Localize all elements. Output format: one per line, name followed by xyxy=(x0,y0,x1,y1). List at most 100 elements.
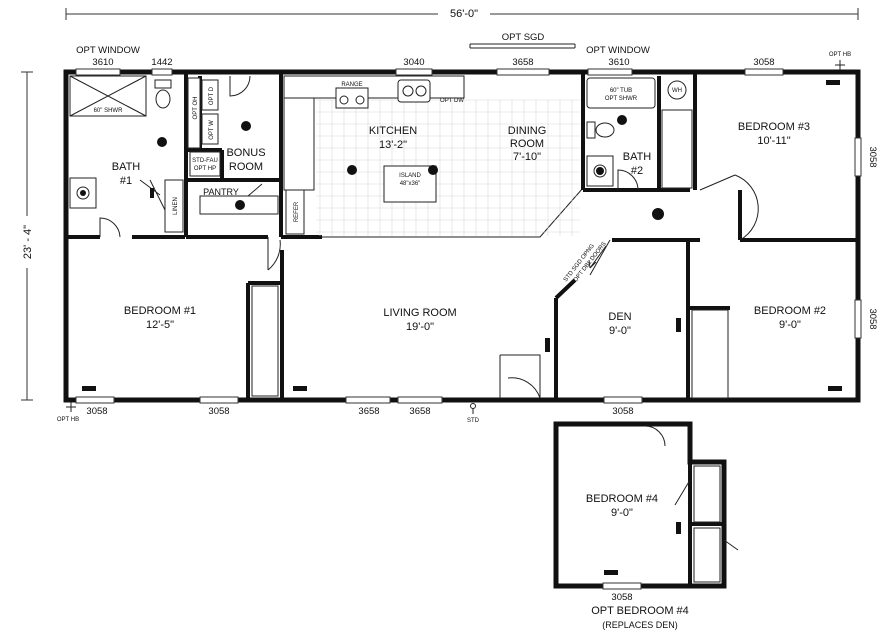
toilet-1 xyxy=(154,79,172,89)
living-size: 19'-0" xyxy=(406,321,434,333)
dining-name-1: DINING xyxy=(508,125,547,137)
refer-label: REFER xyxy=(294,201,300,222)
window-bottom-3658-a-label: 3658 xyxy=(358,406,379,417)
window-3058-top-label: 3058 xyxy=(753,57,774,68)
bedroom2-size: 9'-0" xyxy=(779,319,801,331)
opt-room-window-label: 3058 xyxy=(611,592,632,603)
window-bottom-3058-b-label: 3058 xyxy=(208,406,229,417)
svg-text:OPT W: OPT W xyxy=(209,120,215,140)
window-bottom-3058-a-label: 3058 xyxy=(86,406,107,417)
window-3610-left-label: 3610 xyxy=(92,57,113,68)
window-top-3058 xyxy=(744,68,784,76)
window-right-lower xyxy=(854,299,862,339)
bedroom4-name: BEDROOM #4 xyxy=(586,493,658,505)
window-bottom-3058-c-label: 3058 xyxy=(612,406,633,417)
opt-sgd-label: OPT SGD xyxy=(502,32,545,43)
refrigerator xyxy=(285,189,305,235)
kitchen-tile-grid xyxy=(316,99,580,236)
window-bottom-3058-a xyxy=(75,396,115,404)
window-bottom-3058-c xyxy=(603,396,643,404)
light-fixtures xyxy=(80,115,664,220)
sgd-arrow xyxy=(588,245,607,269)
tub-2-label-line2: OPT SHWR xyxy=(605,96,638,102)
dining-size: 7'-10" xyxy=(513,151,541,163)
toilet-2 xyxy=(586,121,596,139)
window-3040-label: 3040 xyxy=(403,57,424,68)
wall-markers xyxy=(82,80,842,391)
bath1-num: #1 xyxy=(120,175,132,187)
opt-window-right-label: OPT WINDOW xyxy=(586,45,650,56)
svg-text:STD: STD xyxy=(467,418,480,424)
closet-bedroom1 xyxy=(251,285,279,397)
shower-1-label: 60" SHWR xyxy=(94,108,123,114)
linen-closet xyxy=(164,179,184,233)
kitchen-sink xyxy=(397,79,431,103)
window-top-3658 xyxy=(496,68,550,76)
opt-window-left-label: OPT WINDOW xyxy=(76,45,140,56)
svg-text:OPT OH: OPT OH xyxy=(193,97,199,120)
kitchen-name: KITCHEN xyxy=(369,125,417,137)
bedroom2-name: BEDROOM #2 xyxy=(754,305,826,317)
den-size: 9'-0" xyxy=(609,325,631,337)
overall-depth-dimension: 23' - 4" xyxy=(20,71,34,401)
opt-dryer xyxy=(201,79,219,111)
window-bottom-3658-b xyxy=(397,396,443,404)
opt-dw-label: OPT DW xyxy=(440,98,464,104)
windows xyxy=(75,43,862,404)
window-1442-label: 1442 xyxy=(151,57,172,68)
linen-label: LINEN xyxy=(173,197,179,215)
svg-text:OPT HB: OPT HB xyxy=(829,52,851,58)
bedroom1-size: 12'-5" xyxy=(146,319,174,331)
sgd-note: STD SGD OPNG OPT DBL DOORS xyxy=(563,241,608,283)
bonus-name-2: ROOM xyxy=(229,161,263,173)
svg-text:OPT D: OPT D xyxy=(209,86,215,105)
window-bottom-3658-b-label: 3658 xyxy=(409,406,430,417)
window-3658-label: 3658 xyxy=(512,57,533,68)
opt-bedroom4-plan xyxy=(553,421,739,590)
opt-bedroom-title: OPT BEDROOM #4 xyxy=(591,605,689,617)
bedroom3-name: BEDROOM #3 xyxy=(738,121,810,133)
window-right-upper-label: 3058 xyxy=(867,146,878,167)
svg-text:STD-FAU: STD-FAU xyxy=(192,158,218,164)
window-top-1442 xyxy=(151,68,173,76)
bath1-name: BATH xyxy=(112,161,141,173)
window-bottom-3058-b xyxy=(199,396,239,404)
opt-hb-bottom-marker: OPT HB xyxy=(57,402,79,423)
window-top-3610-left xyxy=(75,68,121,76)
range-label: RANGE xyxy=(341,82,362,88)
overall-depth-label: 23' - 4" xyxy=(22,225,34,259)
tub-2-label-line1: 60" TUB xyxy=(610,88,632,94)
opt-washer xyxy=(201,113,219,145)
opt-bedroom-note: (REPLACES DEN) xyxy=(602,620,678,630)
water-heater xyxy=(667,80,687,100)
bedroom4-size: 9'-0" xyxy=(611,507,633,519)
closet-bedroom3 xyxy=(661,109,693,189)
pantry-label: PANTRY xyxy=(203,187,239,197)
window-bottom-3658-a xyxy=(345,396,391,404)
doors xyxy=(251,174,759,399)
overall-width-dimension: 56'-0" xyxy=(65,7,859,21)
bedroom3-size: 10'-11" xyxy=(757,135,790,147)
opt-hb-top-marker: OPT HB xyxy=(829,52,851,70)
kitchen-size: 13'-2" xyxy=(379,139,407,151)
overall-width-label: 56'-0" xyxy=(450,8,478,20)
living-name: LIVING ROOM xyxy=(383,307,456,319)
window-3610-right-label: 3610 xyxy=(608,57,629,68)
bath2-name: BATH xyxy=(623,151,652,163)
svg-text:OPT HB: OPT HB xyxy=(57,417,79,423)
bonus-name-1: BONUS xyxy=(226,147,265,159)
std-marker: STD xyxy=(467,403,480,424)
den-name: DEN xyxy=(608,311,631,323)
svg-text:OPT HP: OPT HP xyxy=(194,166,216,172)
window-right-upper xyxy=(854,137,862,177)
window-top-3610-right xyxy=(587,68,633,76)
svg-text:WH: WH xyxy=(672,88,682,94)
window-right-lower-label: 3058 xyxy=(867,308,878,329)
kitchen-counter-top xyxy=(283,75,465,99)
tub-2 xyxy=(586,77,656,109)
opt-sgd-marker xyxy=(469,43,576,49)
dining-name-2: ROOM xyxy=(510,138,544,150)
opt-oh-cabinet xyxy=(187,77,201,149)
bedroom1-name: BEDROOM #1 xyxy=(124,305,196,317)
